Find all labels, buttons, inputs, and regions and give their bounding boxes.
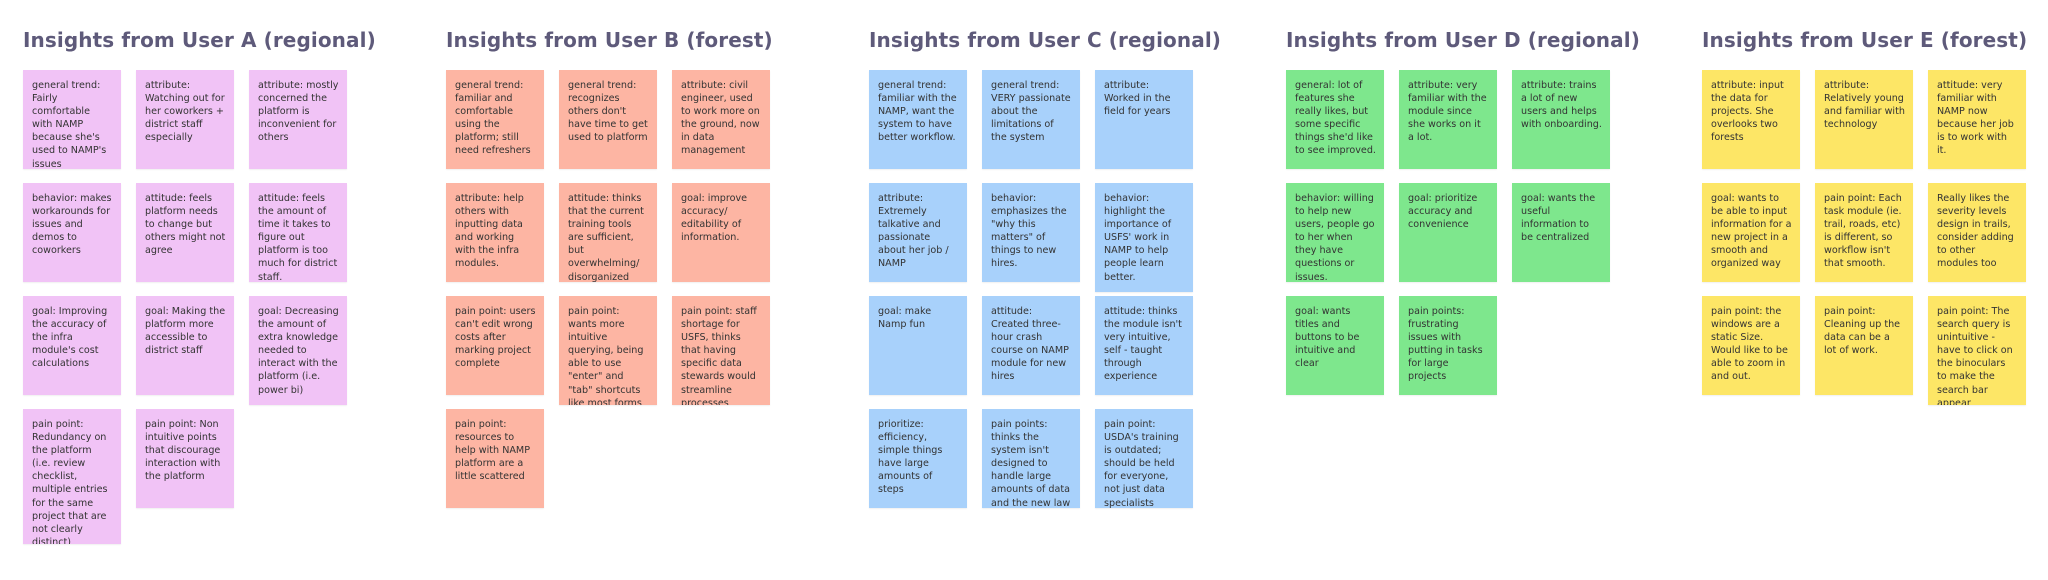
sticky-note[interactable]: attribute: Watching out for her coworker… [136, 70, 234, 169]
sticky-note[interactable]: pain points: thinks the system isn't des… [982, 409, 1080, 508]
sticky-note[interactable]: attitude: feels the amount of time it ta… [249, 183, 347, 282]
sticky-note[interactable]: pain point: Cleaning up the data can be … [1815, 296, 1913, 395]
sticky-note[interactable]: attitude: feels platform needs to change… [136, 183, 234, 282]
sticky-note[interactable]: attribute: Worked in the field for years [1095, 70, 1193, 169]
sticky-note[interactable]: goal: improve accuracy/ editability of i… [672, 183, 770, 282]
sticky-note[interactable]: behavior: emphasizes the "why this matte… [982, 183, 1080, 282]
sticky-note[interactable]: pain point: Each task module (ie. trail,… [1815, 183, 1913, 282]
sticky-note[interactable]: general trend: recognizes others don't h… [559, 70, 657, 169]
notes-grid: attribute: input the data for projects. … [1702, 70, 2026, 405]
sticky-note[interactable]: pain point: users can't edit wrong costs… [446, 296, 544, 395]
sticky-note[interactable]: behavior: highlight the importance of US… [1095, 183, 1193, 292]
sticky-note[interactable]: attribute: input the data for projects. … [1702, 70, 1800, 169]
notes-grid: general trend: Fairly comfortable with N… [23, 70, 347, 544]
sticky-note[interactable]: attribute: mostly concerned the platform… [249, 70, 347, 169]
sticky-note[interactable]: goal: wants titles and buttons to be int… [1286, 296, 1384, 395]
sticky-note[interactable]: general trend: Fairly comfortable with N… [23, 70, 121, 169]
sticky-note[interactable]: pain point: Non intuitive points that di… [136, 409, 234, 508]
sticky-note[interactable]: pain point: USDA's training is outdated;… [1095, 409, 1193, 508]
sticky-note[interactable]: pain point: the windows are a static Siz… [1702, 296, 1800, 395]
notes-grid: general: lot of features she really like… [1286, 70, 1610, 395]
sticky-note[interactable]: attribute: trains a lot of new users and… [1512, 70, 1610, 169]
group-title: Insights from User A (regional) [23, 28, 376, 52]
sticky-note[interactable]: behavior: willing to help new users, peo… [1286, 183, 1384, 282]
sticky-note[interactable]: goal: Decreasing the amount of extra kno… [249, 296, 347, 405]
sticky-note[interactable]: pain point: staff shortage for USFS, thi… [672, 296, 770, 405]
sticky-note[interactable]: prioritize: efficiency, simple things ha… [869, 409, 967, 508]
sticky-note[interactable]: attitude: very familiar with NAMP now be… [1928, 70, 2026, 169]
sticky-note[interactable]: goal: prioritize accuracy and convenienc… [1399, 183, 1497, 282]
sticky-note[interactable]: goal: wants to be able to input informat… [1702, 183, 1800, 282]
sticky-note[interactable]: attribute: help others with inputting da… [446, 183, 544, 282]
sticky-note[interactable]: general trend: familiar and comfortable … [446, 70, 544, 169]
sticky-note[interactable]: general: lot of features she really like… [1286, 70, 1384, 169]
sticky-note[interactable]: pain point: resources to help with NAMP … [446, 409, 544, 508]
sticky-note[interactable]: pain points: frustrating issues with put… [1399, 296, 1497, 395]
sticky-note[interactable]: goal: Improving the accuracy of the infr… [23, 296, 121, 395]
sticky-note[interactable]: attribute: Extremely talkative and passi… [869, 183, 967, 282]
sticky-note[interactable]: goal: make Namp fun [869, 296, 967, 395]
sticky-note[interactable]: Really likes the severity levels design … [1928, 183, 2026, 282]
sticky-note[interactable]: pain point: The search query is unintuit… [1928, 296, 2026, 405]
sticky-note[interactable]: attribute: civil engineer, used to work … [672, 70, 770, 169]
group-title: Insights from User D (regional) [1286, 28, 1640, 52]
group-title: Insights from User C (regional) [869, 28, 1222, 52]
group-title: Insights from User B (forest) [446, 28, 773, 52]
sticky-note[interactable]: attitude: Created three-hour crash cours… [982, 296, 1080, 395]
sticky-note[interactable]: pain point: Redundancy on the platform (… [23, 409, 121, 544]
sticky-note[interactable]: behavior: makes workarounds for issues a… [23, 183, 121, 282]
sticky-note[interactable]: attribute: very familiar with the module… [1399, 70, 1497, 169]
notes-grid: general trend: familiar and comfortable … [446, 70, 770, 508]
group-title: Insights from User E (forest) [1702, 28, 2028, 52]
sticky-note[interactable]: goal: Making the platform more accessibl… [136, 296, 234, 395]
sticky-note[interactable]: general trend: VERY passionate about the… [982, 70, 1080, 169]
sticky-note[interactable]: attitude: thinks the module isn't very i… [1095, 296, 1193, 395]
sticky-note[interactable]: pain point: wants more intuitive queryin… [559, 296, 657, 405]
sticky-note[interactable]: attribute: Relatively young and familiar… [1815, 70, 1913, 169]
sticky-note[interactable]: general trend: familiar with the NAMP, w… [869, 70, 967, 169]
sticky-note[interactable]: attitude: thinks that the current traini… [559, 183, 657, 282]
sticky-note[interactable]: goal: wants the useful information to be… [1512, 183, 1610, 282]
notes-grid: general trend: familiar with the NAMP, w… [869, 70, 1193, 508]
